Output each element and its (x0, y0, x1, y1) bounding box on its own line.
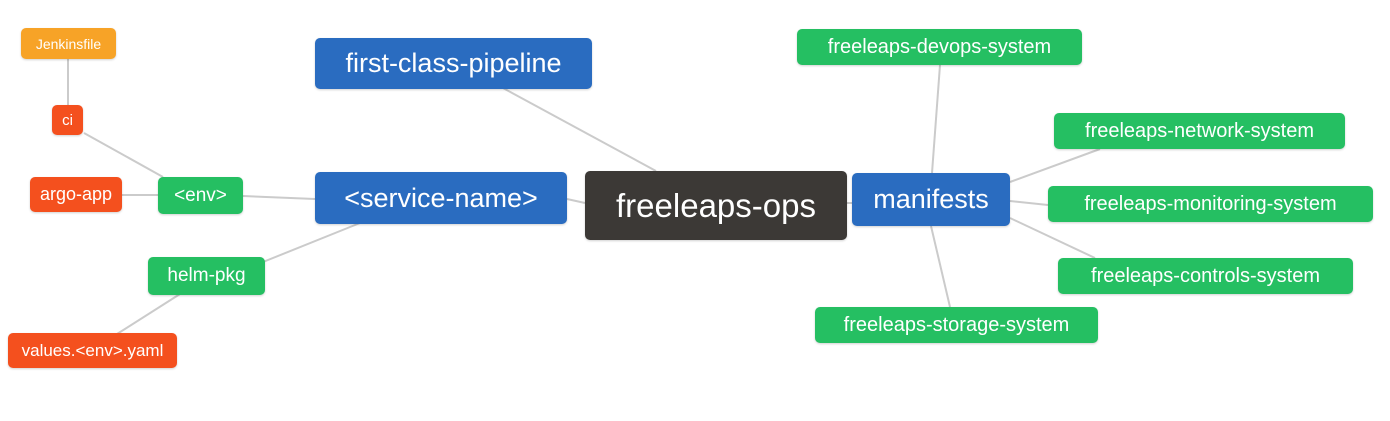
node-values-env-yaml[interactable]: values.<env>.yaml (8, 333, 177, 368)
node-devops-system[interactable]: freeleaps-devops-system (797, 29, 1082, 65)
edge-manifests-monitoring (1009, 200, 1049, 206)
node-first-class-pipeline[interactable]: first-class-pipeline (315, 38, 592, 89)
edge-manifests-controls (1009, 217, 1096, 259)
edge-manifests-devops (931, 64, 941, 174)
node-controls-system[interactable]: freeleaps-controls-system (1058, 258, 1353, 294)
node-manifests[interactable]: manifests (852, 173, 1010, 226)
node-ci[interactable]: ci (52, 105, 83, 135)
node-env[interactable]: <env> (158, 177, 243, 214)
node-storage-system[interactable]: freeleaps-storage-system (815, 307, 1098, 343)
edge-service-name-helm-pkg (262, 222, 361, 263)
node-network-system[interactable]: freeleaps-network-system (1054, 113, 1345, 149)
edge-helm-pkg-values (116, 293, 181, 335)
edge-env-service-name (242, 195, 316, 200)
edge-manifests-storage (930, 225, 951, 308)
edge-manifests-network (1009, 148, 1101, 183)
node-monitoring-system[interactable]: freeleaps-monitoring-system (1048, 186, 1373, 222)
node-argo-app[interactable]: argo-app (30, 177, 122, 212)
node-helm-pkg[interactable]: helm-pkg (148, 257, 265, 295)
node-jenkinsfile[interactable]: Jenkinsfile (21, 28, 116, 59)
node-service-name[interactable]: <service-name> (315, 172, 567, 224)
edge-ci-env (83, 132, 164, 178)
node-freeleaps-ops-root[interactable]: freeleaps-ops (585, 171, 847, 240)
edge-service-name-root (566, 198, 586, 204)
edge-pipeline-root (502, 87, 657, 172)
